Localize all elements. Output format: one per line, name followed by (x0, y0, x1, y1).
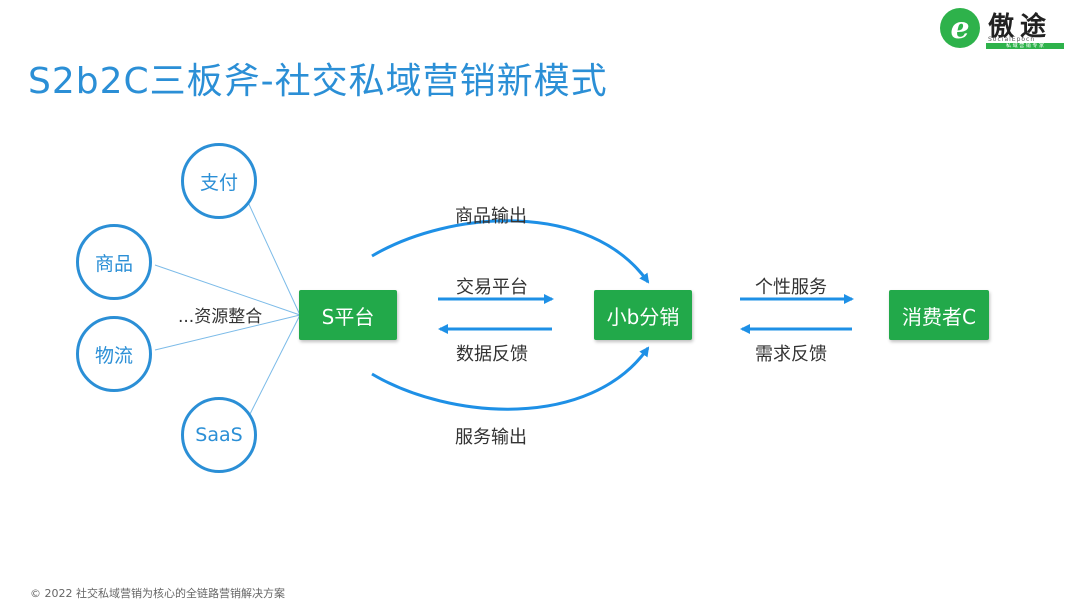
resource-goods: 商品 (76, 224, 152, 300)
arrow-service-output (371, 346, 650, 411)
label-goods-output: 商品输出 (455, 206, 527, 227)
connector-goods (154, 264, 301, 316)
label-demand-feedback: 需求反馈 (755, 344, 827, 365)
connector-logistics (154, 314, 301, 351)
page-title: S2b2C三板斧-社交私域营销新模式 (28, 61, 608, 102)
node-consumer: 消费者C (889, 290, 989, 340)
footer-copyright: © 2022 社交私域营销为核心的全链路营销解决方案 (30, 587, 285, 600)
label-resource-integration: ...资源整合 (178, 307, 263, 327)
brand-logo: e 傲途 SocialEpoch 私 域 营 销 专 家 (940, 6, 1068, 50)
resource-saas: SaaS (181, 397, 257, 473)
label-data-feedback: 数据反馈 (456, 344, 528, 365)
logo-e-icon: e (940, 8, 980, 48)
logo-tagline: 私 域 营 销 专 家 (986, 43, 1064, 49)
arrow-goods-output (371, 219, 650, 284)
logo-text: 傲途 (988, 12, 1053, 42)
resource-logistics: 物流 (76, 316, 152, 392)
connector-saas (246, 314, 301, 421)
label-trade-platform: 交易平台 (456, 277, 528, 298)
logo-subtext: SocialEpoch (988, 36, 1036, 43)
resource-pay: 支付 (181, 143, 257, 219)
node-s-platform: S平台 (299, 290, 397, 340)
label-service-output: 服务输出 (455, 427, 527, 448)
node-b-distribution: 小b分销 (594, 290, 692, 340)
label-personal-service: 个性服务 (755, 277, 827, 298)
connector-pay (246, 199, 301, 316)
